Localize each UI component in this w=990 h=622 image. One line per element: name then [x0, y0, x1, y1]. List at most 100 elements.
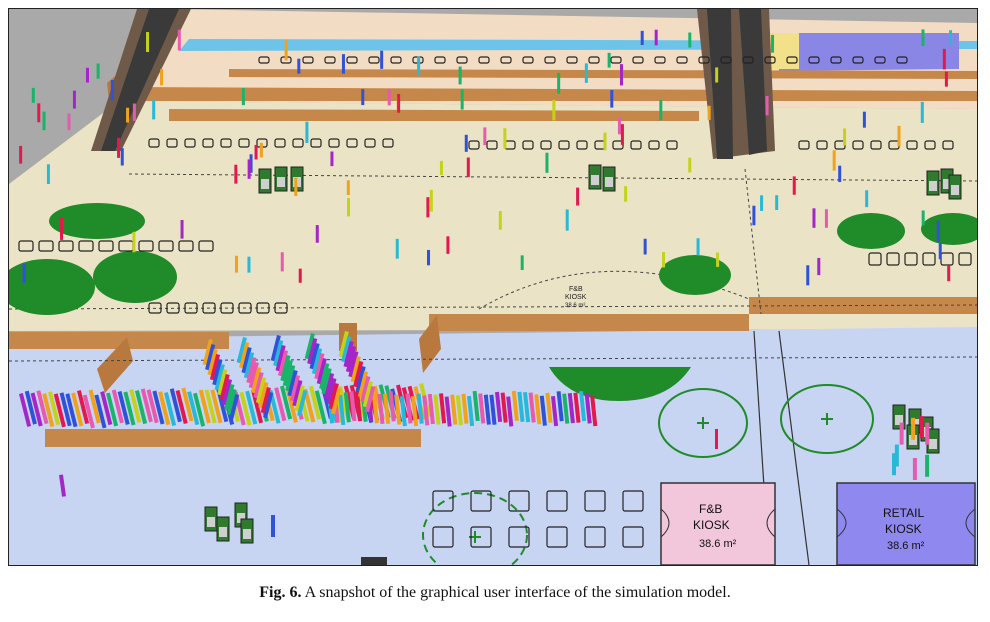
passenger-agent	[280, 385, 293, 420]
passenger-agent	[164, 392, 177, 427]
passenger-agent	[285, 365, 296, 392]
passenger-agent	[912, 457, 917, 480]
passenger-agent	[417, 56, 421, 76]
passenger-agent	[234, 255, 238, 273]
passenger-agent	[248, 361, 259, 389]
seat	[258, 56, 270, 64]
passenger-agent	[110, 79, 114, 101]
kiosk-machine	[274, 166, 288, 192]
passenger-agent	[314, 353, 325, 380]
passenger-agent	[938, 243, 942, 260]
seat	[764, 56, 776, 64]
passenger-agent	[117, 391, 130, 425]
seat	[178, 240, 194, 252]
passenger-agent	[500, 392, 508, 423]
passenger-agent	[556, 391, 564, 422]
passenger-agent	[304, 333, 315, 360]
passenger-agent	[36, 390, 49, 425]
passenger-agent	[792, 176, 796, 195]
central-kiosk-area: 38.6 m²	[565, 303, 585, 309]
passenger-agent	[96, 63, 100, 79]
passenger-agent	[48, 391, 61, 426]
passenger-agent	[498, 211, 502, 230]
passenger-agent	[688, 32, 692, 48]
passenger-agent	[210, 389, 223, 424]
seat	[816, 140, 828, 150]
seat	[58, 240, 74, 252]
passenger-agent	[309, 343, 320, 370]
passenger-agent	[221, 379, 233, 406]
passenger-agent	[331, 388, 342, 415]
passenger-agent	[528, 392, 536, 423]
passenger-agent	[377, 393, 385, 425]
seat	[184, 138, 196, 148]
passenger-agent	[455, 395, 463, 426]
passenger-agent	[250, 389, 264, 424]
passenger-agent	[24, 390, 37, 425]
passenger-agents	[19, 29, 953, 537]
passenger-agent	[688, 157, 692, 173]
seat	[558, 140, 570, 150]
passenger-agent	[349, 391, 357, 422]
passenger-agent	[219, 374, 230, 401]
passenger-agent	[135, 390, 148, 425]
seat	[274, 302, 288, 314]
passenger-agent	[824, 209, 828, 228]
passenger-agent	[696, 238, 700, 256]
passenger-agent	[106, 392, 119, 427]
passenger-agent	[936, 220, 940, 243]
seat	[922, 252, 936, 266]
seat	[202, 138, 214, 148]
fnb-kiosk: F&B KIOSK 38.6 m²	[660, 482, 776, 565]
passenger-agent	[204, 389, 217, 424]
passenger-agent	[187, 391, 200, 426]
passenger-agent	[67, 113, 71, 131]
seat	[720, 56, 732, 64]
seat	[654, 56, 666, 64]
seat	[544, 56, 556, 64]
passenger-agent	[258, 382, 269, 409]
passenger-agent	[239, 391, 252, 426]
seat	[500, 56, 512, 64]
passenger-agent	[31, 87, 35, 103]
passenger-agent	[202, 339, 213, 366]
passenger-agent	[353, 361, 364, 388]
passenger-agent	[806, 265, 810, 286]
passenger-agent	[19, 392, 32, 427]
passenger-agent	[520, 255, 524, 271]
passenger-agent	[921, 29, 925, 46]
passenger-agent	[838, 165, 842, 183]
passenger-agent	[65, 393, 78, 428]
passenger-agent	[297, 58, 301, 74]
passenger-agent	[891, 453, 896, 476]
passenger-agent	[620, 124, 624, 145]
seat	[138, 240, 154, 252]
retail-kiosk-area: 38.6 m²	[887, 540, 925, 552]
passenger-agent	[659, 100, 663, 121]
passenger-agent	[316, 358, 327, 385]
passenger-agent	[338, 331, 349, 358]
seat	[576, 140, 588, 150]
seat	[78, 240, 94, 252]
seat	[522, 56, 534, 64]
passenger-agent	[251, 367, 262, 394]
seat	[390, 56, 402, 64]
kiosk-machine	[258, 168, 272, 194]
passenger-agent	[160, 69, 164, 86]
passenger-agent	[209, 354, 221, 381]
seat	[588, 56, 600, 64]
passenger-agent	[111, 389, 124, 424]
seat	[220, 138, 232, 148]
passenger-agent	[169, 388, 182, 423]
passenger-agent	[920, 101, 924, 123]
passenger-agent	[126, 107, 130, 123]
passenger-agent	[338, 394, 346, 426]
passenger-agent	[181, 387, 194, 422]
seat	[184, 302, 198, 314]
seat	[584, 526, 606, 548]
passenger-agent	[775, 195, 779, 210]
fnb-kiosk-line1: F&B	[699, 502, 722, 516]
kiosk-machine	[216, 516, 230, 542]
passenger-agent	[495, 391, 503, 423]
seat	[622, 526, 644, 548]
